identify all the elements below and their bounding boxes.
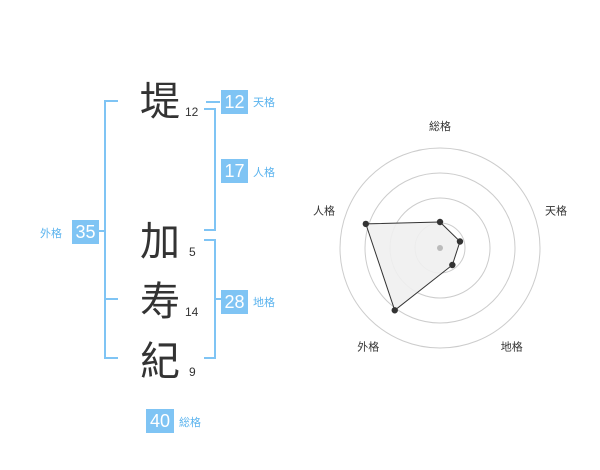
gaikaku-bracket-connector xyxy=(98,230,105,232)
name-char-4: 紀 xyxy=(140,339,180,385)
name-char-2: 加 xyxy=(140,219,180,265)
chikaku-bracket-connector xyxy=(215,298,221,300)
radar-axis-label-1: 総格 xyxy=(429,119,451,133)
soukaku-badge: 40 xyxy=(146,409,174,433)
chikaku-bracket-top xyxy=(204,239,216,241)
chikaku-label: 地格 xyxy=(253,296,275,309)
tenkaku-badge: 12 xyxy=(221,90,248,114)
radar-point-4 xyxy=(391,307,398,314)
stroke-count-1: 12 xyxy=(185,105,199,119)
name-char-1: 堤 xyxy=(140,79,180,125)
radar-ring xyxy=(339,147,541,349)
gaikaku-bracket-top xyxy=(104,100,118,102)
gaikaku-bracket-vertical xyxy=(104,100,106,359)
jinkaku-bracket-top xyxy=(204,108,216,110)
stroke-count-3: 14 xyxy=(185,305,199,319)
chikaku-bracket-bottom xyxy=(204,357,216,359)
soukaku-label: 総格 xyxy=(179,416,201,429)
radar-center-dot xyxy=(437,245,443,251)
gaikaku-badge: 35 xyxy=(72,220,99,244)
radar-axis-label-4: 外格 xyxy=(357,340,379,354)
radar-point-1 xyxy=(436,218,444,226)
gaikaku-label: 外格 xyxy=(40,227,62,240)
tenkaku-label: 天格 xyxy=(253,96,275,109)
jinkaku-bracket-bottom xyxy=(204,229,216,231)
stroke-count-4: 9 xyxy=(189,365,196,379)
radar-axis-label-3: 地格 xyxy=(501,340,523,354)
name-char-3: 寿 xyxy=(140,279,180,325)
jinkaku-bracket-vertical xyxy=(214,108,216,231)
stroke-count-2: 5 xyxy=(189,245,196,259)
radar-point-2 xyxy=(456,238,464,245)
gaikaku-bracket-bottom xyxy=(104,357,118,359)
jinkaku-label: 人格 xyxy=(253,166,275,179)
radar-axis-label-2: 天格 xyxy=(545,203,567,217)
chikaku-badge: 28 xyxy=(221,290,248,314)
radar-polygon xyxy=(365,221,461,312)
radar-ring xyxy=(364,172,516,324)
jinkaku-badge: 17 xyxy=(221,159,248,183)
gaikaku-bracket-mid xyxy=(104,298,118,300)
radar-point-3 xyxy=(449,261,456,269)
radar-axis-label-5: 人格 xyxy=(313,203,335,217)
tenkaku-bracket-tick xyxy=(206,101,220,103)
radar-point-5 xyxy=(362,220,370,228)
